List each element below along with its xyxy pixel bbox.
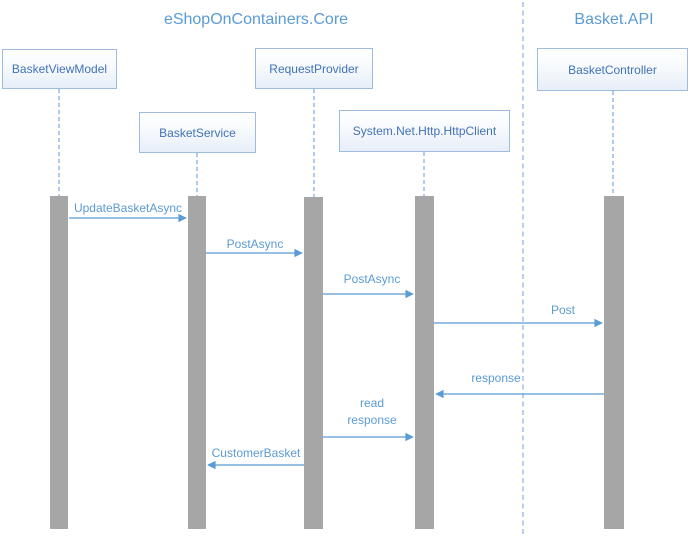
- message-label-postasync-1: PostAsync: [226, 237, 284, 251]
- activation-bar-httpclient: [415, 196, 434, 529]
- frame-title-basket-api: Basket.API: [574, 11, 654, 28]
- message-label-postasync-2: PostAsync: [343, 272, 401, 286]
- message-label-read-response: read response: [347, 396, 397, 427]
- activation-bar-basketcontroller: [604, 196, 624, 529]
- participant-box-basketcontroller: BasketController: [537, 48, 688, 91]
- message-label-customerbasket: CustomerBasket: [211, 446, 301, 460]
- message-label-updatebasketasync: UpdateBasketAsync: [73, 201, 183, 215]
- frame-title-eshoponcontainers-core: eShopOnContainers.Core: [163, 11, 349, 28]
- participant-box-basketviewmodel: BasketViewModel: [2, 49, 117, 89]
- participant-box-requestprovider: RequestProvider: [255, 48, 373, 89]
- participant-box-httpclient: System.Net.Http.HttpClient: [339, 110, 510, 152]
- activation-bar-requestprovider: [304, 197, 323, 529]
- activation-bar-basketviewmodel: [50, 196, 68, 529]
- participant-box-basketservice: BasketService: [139, 112, 256, 153]
- activation-bar-basketservice: [188, 196, 206, 529]
- message-label-response: response: [471, 371, 521, 385]
- message-label-post: Post: [550, 303, 575, 317]
